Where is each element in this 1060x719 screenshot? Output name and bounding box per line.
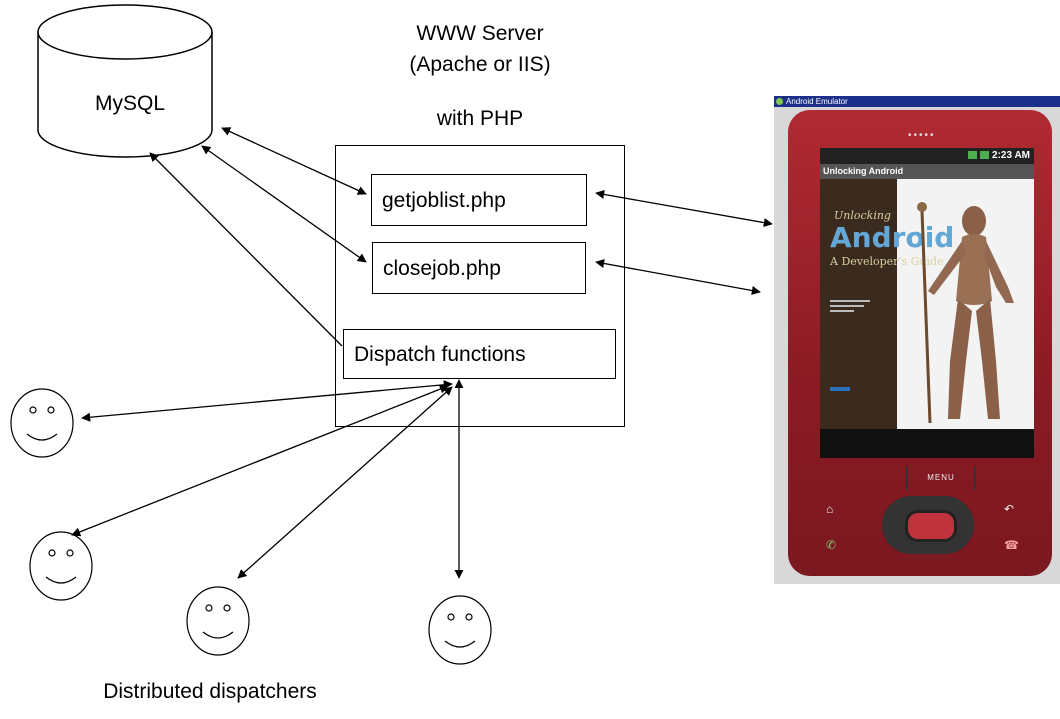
mysql-cylinder-icon [37,4,213,158]
publisher-logo [830,387,850,391]
arrow-closejob-phone [595,258,761,296]
home-icon[interactable]: ⌂ [826,502,834,516]
trackball[interactable] [905,510,957,542]
android-emulator-window: Android Emulator ••••• 2:23 AM Unlocking… [774,96,1060,584]
dispatcher-1-smiley-icon [10,388,74,458]
book-subtitle: A Developer's Guide [830,255,944,268]
server-box [335,145,625,427]
dispatch-functions-box: Dispatch functions [343,329,616,379]
speaker-grille-icon: ••••• [908,130,936,141]
arrow-dispatch-dispatcher-3 [237,386,453,579]
status-bar: 2:23 AM [820,148,1034,164]
phone-body: ••••• 2:23 AM Unlocking Android Unlockin… [788,110,1052,576]
arrow-getjoblist-phone [595,189,773,228]
server-title-line-1: WWW Server [416,22,544,45]
emulator-title: Android Emulator [786,97,848,106]
call-icon[interactable]: ✆ [826,538,837,552]
status-clock: 2:23 AM [992,150,1030,161]
app-titlebar: Unlocking Android [820,164,1034,179]
signal-icon [968,151,978,160]
tattooed-figure-illustration [917,202,1014,423]
book-title: Android [830,221,955,254]
server-title: WWW Server (Apache or IIS) [360,18,600,80]
dispatcher-4-smiley-icon [428,595,492,665]
getjoblist-script-box: getjoblist.php [371,174,587,226]
screen-bottom-bar [820,429,1034,458]
back-icon[interactable]: ↶ [1004,502,1015,516]
book-cover: Unlocking Android A Developer's Guide [820,179,1034,429]
dispatcher-3-smiley-icon [186,586,250,656]
server-title-line-2: (Apache or IIS) [409,53,551,76]
end-call-icon[interactable]: ☎ [1004,538,1019,552]
menu-key[interactable]: MENU [906,466,976,490]
book-authors-lines [830,297,890,315]
mysql-label: MySQL [94,92,165,115]
arrow-mysql-closejob [201,145,367,263]
emulator-titlebar: Android Emulator [774,96,1060,107]
closejob-script-box: closejob.php [372,242,586,294]
phone-screen: 2:23 AM Unlocking Android Unlocking Andr… [820,148,1034,458]
dispatcher-2-smiley-icon [29,531,93,601]
emulator-app-icon [776,98,783,105]
arrow-mysql-dispatch [149,152,343,347]
book-series: Unlocking [834,209,891,222]
server-subtitle: with PHP [436,107,524,130]
dispatchers-label: Distributed dispatchers [103,680,317,703]
battery-icon [980,151,990,160]
